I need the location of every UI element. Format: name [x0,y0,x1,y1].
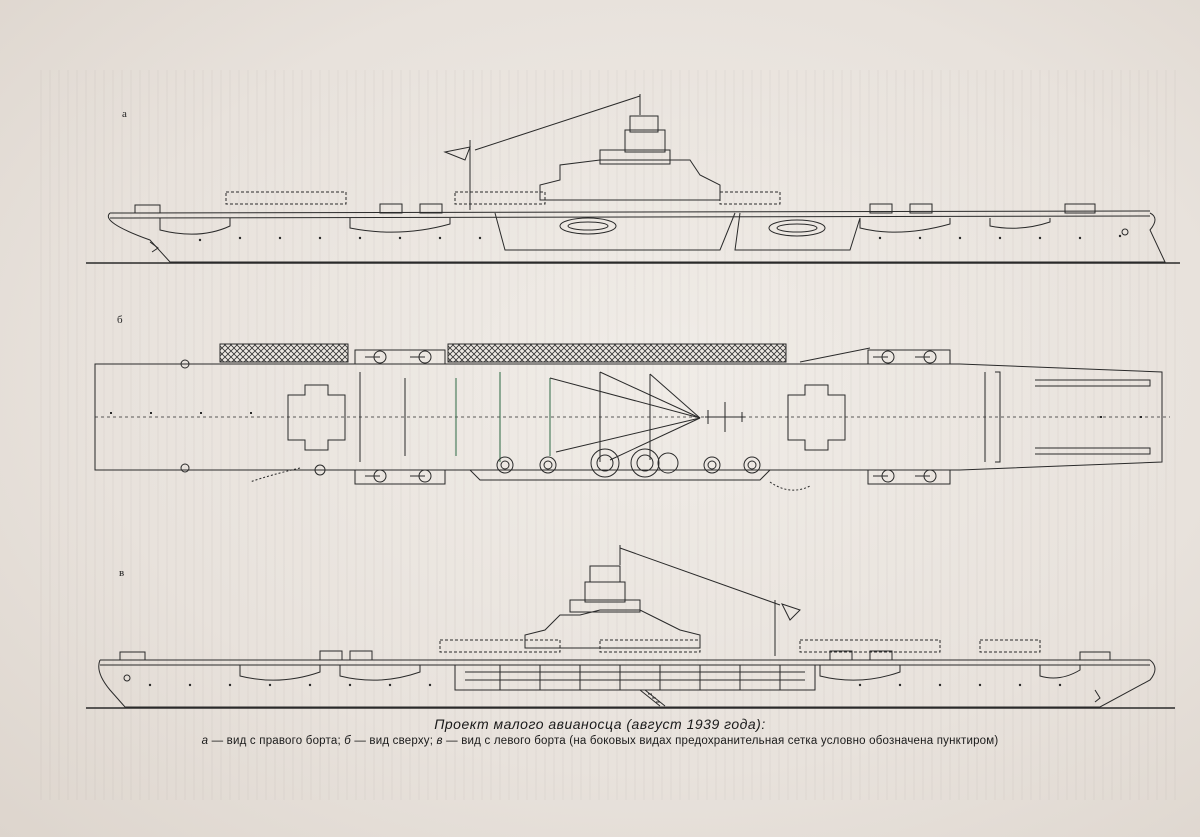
bleed-through-text [40,70,1180,800]
caption-title: Проект малого авианосца (август 1939 год… [434,716,766,732]
caption-label-b: б [344,735,351,747]
port-side-view [86,545,1175,709]
deck-edge-marks [110,412,1142,418]
starboard-side-view [86,94,1180,264]
top-view-lower-guns [180,463,937,483]
port-portholes [148,683,1062,687]
caption-label-a: а [201,735,209,747]
view-a-letter: а [122,108,127,120]
top-view-upper-guns [180,350,937,369]
top-view [94,343,1170,491]
port-guns [119,650,1111,661]
starboard-guns [134,203,1096,214]
starboard-portholes [198,234,1122,242]
caption-text-b: — вид сверху; [350,735,437,747]
view-v-letter: в [119,567,125,579]
view-b-letter: б [117,314,123,326]
caption-text-a: — вид с правого борта; [208,735,345,747]
hangar-frames [499,665,781,690]
caption-text-v: — вид с левого борта (на боковых видах п… [442,735,999,747]
caption-label-v: в [436,735,443,747]
island-turrets [496,448,761,478]
caption-description: а — вид с правого борта; б — вид сверху;… [0,735,1200,747]
